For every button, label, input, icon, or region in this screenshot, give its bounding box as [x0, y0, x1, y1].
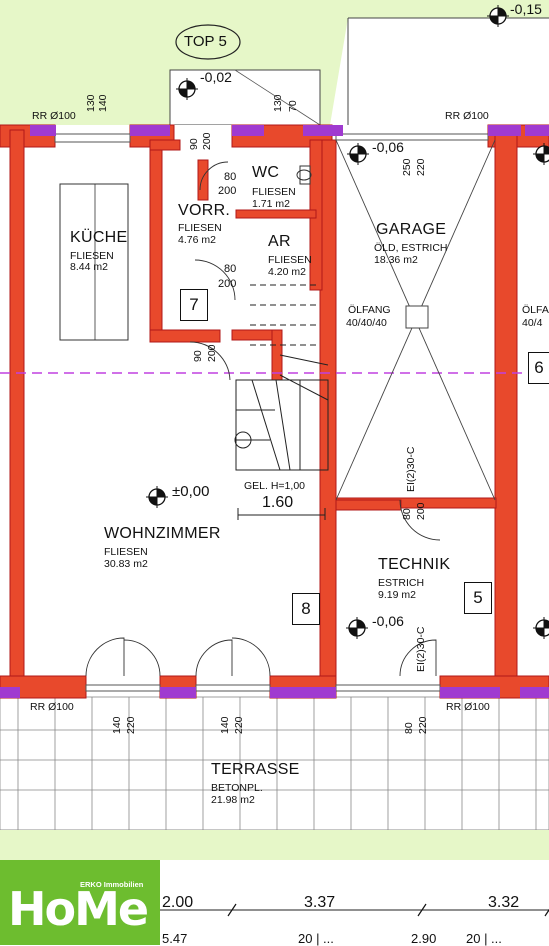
railing-label: GEL. H=1,00 [244, 480, 305, 492]
room-wohnzimmer-floor: FLIESEN [104, 546, 148, 558]
dim-garage-door-a: 250 [401, 158, 413, 176]
driveway [330, 18, 549, 125]
rr-label-bottom-left: RR Ø100 [30, 701, 74, 713]
oelfang-box [405, 305, 429, 329]
railing-dim: 1.60 [262, 494, 294, 511]
number-box-7: 7 [180, 289, 208, 321]
bottom-dim-a: 2.00 [162, 894, 194, 911]
dim-terr-door2-a: 140 [219, 716, 231, 734]
room-kueche-floor: FLIESEN [70, 250, 114, 262]
logo: HoMe ERKO Immobilien [0, 860, 160, 945]
room-wc-floor: FLIESEN [252, 186, 296, 198]
dim-window-kitchen-a: 130 [85, 94, 97, 112]
number-box-5: 5 [464, 582, 492, 614]
dim-terr-door2-b: 220 [233, 716, 245, 734]
level-markers [146, 5, 549, 639]
room-vorraum-area: 4.76 m2 [178, 234, 216, 246]
room-ar-name: AR [268, 233, 291, 250]
dim-terr-door1-a: 140 [111, 716, 123, 734]
dim-ar-door-b: 200 [218, 278, 237, 290]
rr-label-top-right: RR Ø100 [445, 110, 489, 122]
bottom-dim-f: 20 | ... [298, 931, 334, 946]
level-marker-icon [346, 617, 368, 639]
rr-downpipes [0, 125, 549, 698]
oelfang-size: 40/40/40 [346, 317, 387, 329]
room-terrasse-floor: BETONPL. [211, 782, 263, 794]
rr-label-bottom-right: RR Ø100 [446, 701, 490, 713]
level-living: ±0,00 [172, 483, 210, 500]
bottom-dim-b: 3.37 [304, 894, 336, 911]
room-terrasse-name: TERRASSE [211, 761, 300, 778]
dim-technik-door-a: 80 [401, 508, 413, 520]
dim-technik-door-b: 200 [415, 502, 427, 520]
dim-vorr-door-a: 90 [192, 350, 204, 362]
bottom-dim-g: 20 | ... [466, 931, 502, 946]
level-marker-icon [347, 143, 369, 165]
door-tag-technik-exit: EI(2)30-C [415, 626, 427, 672]
level-marker-icon [146, 486, 168, 508]
oelfang-label-right: ÖLFA [522, 304, 549, 316]
logo-text: HoMe [8, 882, 149, 936]
dim-terr-door1-b: 220 [125, 716, 137, 734]
dim-window-kitchen-b: 140 [97, 94, 109, 112]
room-wc-name: WC [252, 164, 280, 181]
dim-wc-door-a: 80 [224, 171, 237, 183]
oelfang-label: ÖLFANG [348, 304, 391, 316]
dim-tick [544, 908, 549, 917]
toilet-fixture [296, 169, 312, 181]
number-box-8: 8 [292, 593, 320, 625]
room-technik-floor: ESTRICH [378, 577, 425, 589]
dim-tick [227, 903, 237, 917]
dim-terr-technik-b: 220 [417, 716, 429, 734]
rr-label-top-left: RR Ø100 [32, 110, 76, 122]
top-label: TOP 5 [184, 33, 227, 50]
oelfang-size-right: 40/4 [522, 317, 543, 329]
dim-wc-door-b: 200 [218, 185, 237, 197]
door-swings [85, 161, 441, 677]
room-wc-area: 1.71 m2 [252, 198, 290, 210]
room-kueche-area: 8.44 m2 [70, 261, 108, 273]
room-vorraum-floor: FLIESEN [178, 222, 222, 234]
bottom-dim-c: 3.32 [488, 894, 520, 911]
dim-garage-door-b: 220 [415, 158, 427, 176]
room-ar-area: 4.20 m2 [268, 266, 306, 278]
logo-company: ERKO Immobilien [80, 880, 144, 889]
entry-canopy [169, 69, 321, 126]
room-technik-area: 9.19 m2 [378, 589, 416, 601]
dim-window-entry-b: 70 [287, 100, 299, 112]
level-top-right: -0,15 [510, 1, 542, 17]
kitchen-counter [59, 183, 129, 341]
room-wohnzimmer-area: 30.83 m2 [104, 558, 148, 570]
dim-terr-technik-a: 80 [403, 722, 415, 734]
room-kueche-name: KÜCHE [70, 229, 128, 246]
dim-door-entry-a: 90 [188, 138, 200, 150]
level-garage: -0,06 [372, 139, 404, 155]
room-garage-floor: ÖLD, ESTRICH [374, 242, 448, 254]
dim-window-entry-a: 130 [272, 94, 284, 112]
dim-tick [417, 903, 427, 917]
room-terrasse-area: 21.98 m2 [211, 794, 255, 806]
level-entry: -0,02 [200, 69, 232, 85]
room-vorraum-name: VORR. [178, 202, 231, 219]
level-technik: -0,06 [372, 613, 404, 629]
room-technik-name: TECHNIK [378, 556, 451, 573]
room-ar-floor: FLIESEN [268, 254, 312, 266]
level-marker-icon [176, 78, 198, 100]
dim-ar-door-a: 80 [224, 263, 237, 275]
number-box-6: 6 [528, 352, 549, 384]
door-tag-garage-technik: EI(2)30-C [405, 446, 417, 492]
bottom-dim-d: 5.47 [162, 931, 188, 946]
stairs [234, 354, 329, 471]
level-marker-icon [533, 617, 549, 639]
dim-vorr-door-b: 200 [206, 344, 218, 362]
room-wohnzimmer-name: WOHNZIMMER [104, 525, 221, 542]
level-marker-icon [533, 143, 549, 165]
room-garage-area: 18.36 m2 [374, 254, 418, 266]
room-garage-name: GARAGE [376, 221, 447, 238]
dim-door-entry-b: 200 [201, 132, 213, 150]
level-marker-icon [487, 5, 509, 27]
bottom-dim-e: 2.90 [411, 931, 437, 946]
